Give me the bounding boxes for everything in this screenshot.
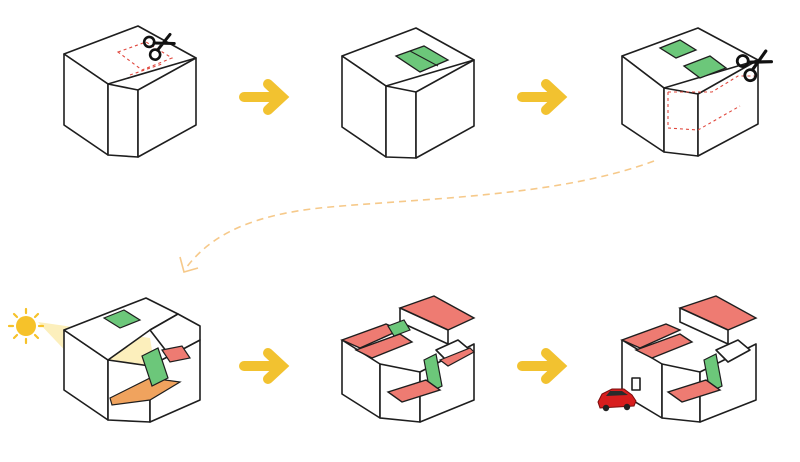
step-6-block bbox=[622, 296, 756, 422]
block-front-face bbox=[386, 86, 416, 158]
step-2-block bbox=[342, 28, 474, 158]
step-4-block bbox=[38, 298, 200, 422]
step-5-block bbox=[342, 296, 474, 422]
step-3-block bbox=[622, 28, 758, 156]
block-front-face bbox=[108, 84, 138, 157]
arrow-right-icon bbox=[244, 353, 282, 379]
block-front-face bbox=[664, 88, 698, 156]
arrow-right-icon bbox=[244, 84, 282, 110]
step-1-block bbox=[64, 26, 196, 157]
arrow-right-icon bbox=[522, 353, 560, 379]
flow-connector bbox=[186, 161, 654, 268]
arrow-right-icon bbox=[522, 84, 560, 110]
sun-icon bbox=[9, 309, 43, 343]
garage-door bbox=[632, 378, 640, 390]
